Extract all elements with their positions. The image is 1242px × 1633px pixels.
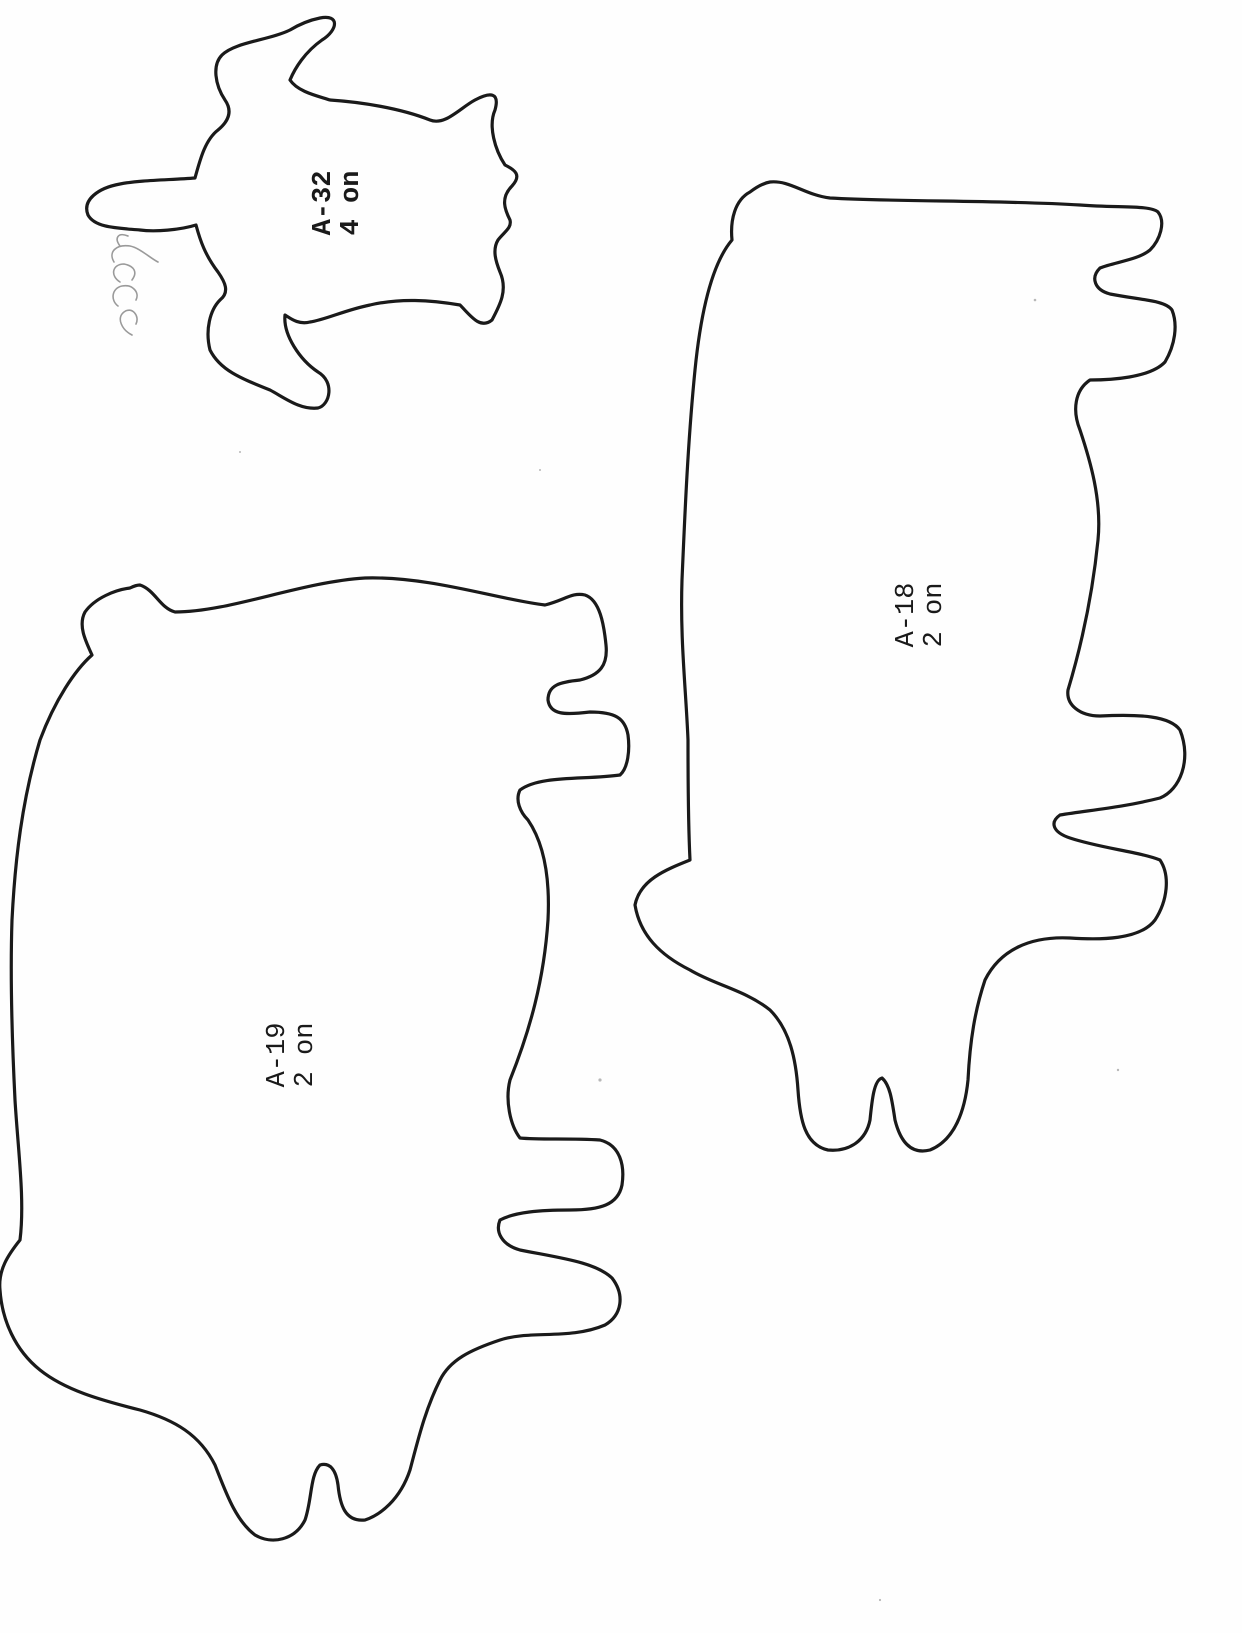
handwritten-mark bbox=[111, 233, 159, 336]
piece-name-a19: A-19 bbox=[263, 1022, 293, 1088]
piece-label-a18: A-18 2 on bbox=[892, 560, 963, 670]
piece-name-a18: A-18 bbox=[892, 582, 922, 648]
piece-outline-a19 bbox=[0, 576, 631, 1542]
piece-quantity-a18: 2 on bbox=[920, 582, 951, 648]
piece-name-a32: A-32 bbox=[309, 170, 339, 236]
piece-quantity-a19: 2 on bbox=[291, 1022, 322, 1088]
paper-specks bbox=[239, 298, 1120, 1602]
piece-outline-a32 bbox=[85, 15, 519, 410]
piece-label-a19: A-19 2 on bbox=[263, 1000, 334, 1110]
piece-quantity-a32: 4 on bbox=[337, 170, 368, 236]
piece-outline-a18 bbox=[633, 180, 1187, 1153]
piece-label-a32: A-32 4 on bbox=[309, 148, 380, 258]
